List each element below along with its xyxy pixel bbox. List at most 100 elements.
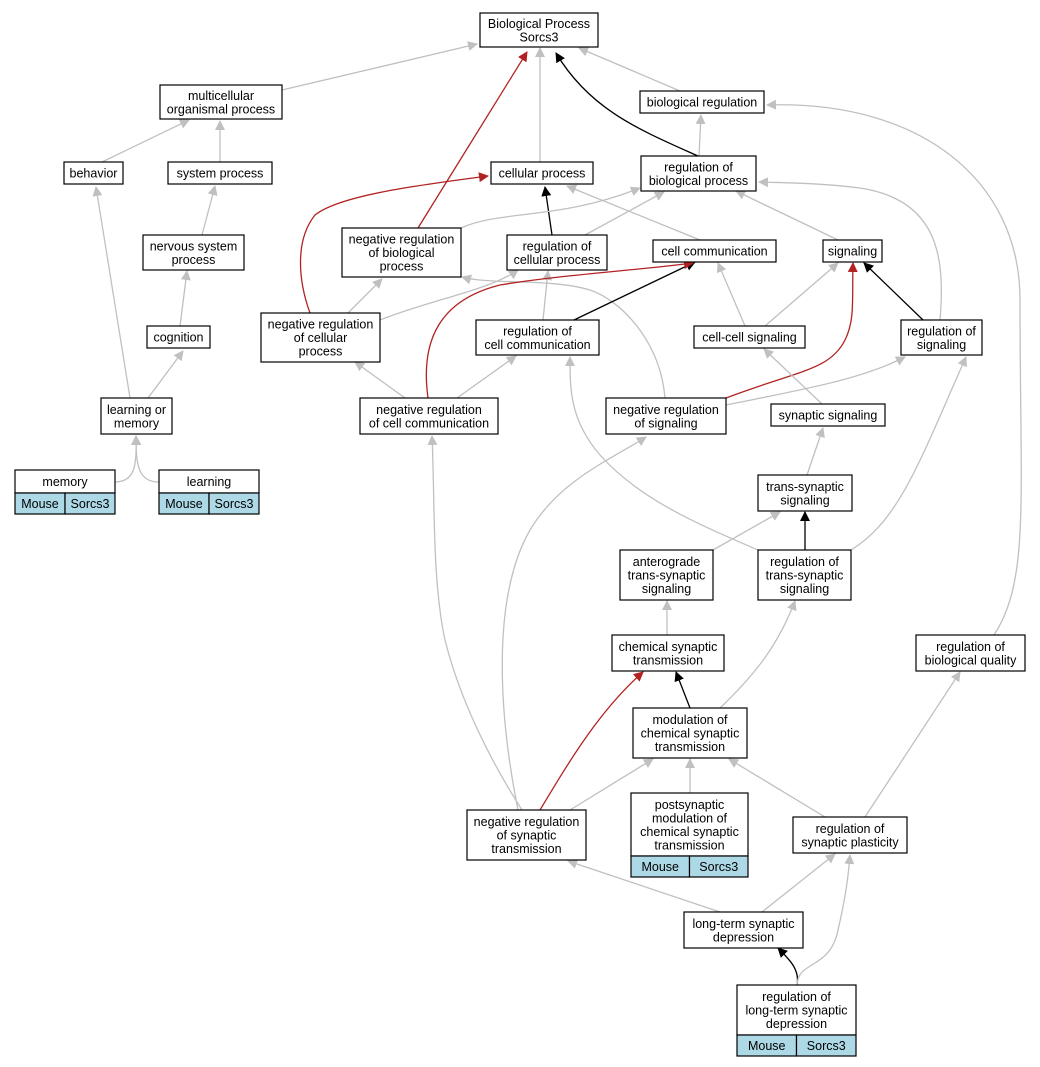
edge-negregcc-to-cellcomm-negatively-regulates xyxy=(425,259,694,399)
node-sysproc[interactable]: system process xyxy=(167,161,273,185)
node-label-line: process xyxy=(172,253,216,267)
annotation-species: Mouse xyxy=(21,497,59,511)
annotation-cell xyxy=(688,855,749,878)
node-label-line: long-term synaptic xyxy=(745,1004,847,1018)
node-box xyxy=(341,227,462,278)
node-box xyxy=(611,634,725,672)
edge-negregsig-to-negregbp-is-a xyxy=(461,274,666,399)
edge-regcp-to-regbp-is-a xyxy=(584,191,665,236)
edge-learning-to-learnmem-is-a xyxy=(131,435,160,483)
edge-regts-to-regsig-is-a xyxy=(850,356,967,551)
node-label-line: regulation of xyxy=(936,640,1005,654)
node-bioreg[interactable]: biological regulation xyxy=(639,90,765,114)
node-box xyxy=(619,549,714,601)
edge-regltd-to-ltd-regulates xyxy=(777,947,799,986)
edge-regcc-to-cellcomm-regulates xyxy=(573,261,696,321)
node-behavior[interactable]: behavior xyxy=(63,161,124,185)
node-label-line: signaling xyxy=(780,493,829,507)
node-label-line: of biological xyxy=(368,246,434,260)
node-label-line: signaling xyxy=(642,582,691,596)
node-box xyxy=(792,816,908,854)
nodes: Biological ProcessSorcs3multicellularorg… xyxy=(14,12,1026,1057)
node-box xyxy=(142,234,245,271)
node-label-line: process xyxy=(299,345,343,359)
node-label-line: signaling xyxy=(828,245,877,259)
node-box xyxy=(640,155,757,192)
edge-regsig-to-regbp-is-a xyxy=(758,177,942,321)
edge-regsig-to-signaling-regulates xyxy=(863,262,924,321)
node-label-line: modulation of xyxy=(652,713,728,727)
edge-bioreg-to-bp-is-a xyxy=(578,46,681,92)
annotation-species: Mouse xyxy=(748,1039,786,1053)
node-box xyxy=(479,12,599,48)
node-label-line: signaling xyxy=(917,338,966,352)
node-box xyxy=(770,403,886,427)
node-box xyxy=(757,549,852,601)
node-box xyxy=(506,234,608,271)
node-cellproc[interactable]: cellular process xyxy=(490,161,594,185)
node-label-line: transmission xyxy=(654,838,724,852)
node-label-line: cell communication xyxy=(661,245,767,259)
node-label-line: synaptic signaling xyxy=(779,409,878,423)
edge-regbq-to-bioreg-is-a xyxy=(766,99,1022,636)
node-synsig[interactable]: synaptic signaling xyxy=(770,403,886,427)
edge-negregcc-to-regcc-is-a xyxy=(456,355,517,399)
edge-negregcp-to-negregbp-is-a xyxy=(347,278,383,314)
node-label-line: biological regulation xyxy=(647,96,758,110)
annotation-species: Mouse xyxy=(165,497,203,511)
edge-regltd-to-regsp-is-a xyxy=(796,854,855,986)
node-box xyxy=(652,239,777,263)
node-box xyxy=(359,397,499,435)
edge-synsig-to-ccsig-is-a xyxy=(763,348,823,405)
edge-nervsys-to-sysproc-is-a xyxy=(201,185,218,236)
edge-modchem-to-chemsyn-regulates xyxy=(674,671,691,709)
node-label-line: Sorcs3 xyxy=(520,30,559,44)
node-label-line: biological quality xyxy=(925,653,1017,667)
node-label-line: of cellular xyxy=(294,331,348,345)
node-cognition[interactable]: cognition xyxy=(146,325,211,349)
node-label-line: depression xyxy=(766,1017,827,1031)
edge-negregbp-to-regbp-is-a xyxy=(460,186,641,229)
edge-regbp-to-bp-regulates xyxy=(555,52,699,157)
node-label-line: chemical synaptic xyxy=(640,825,739,839)
node-label-line: regulation of xyxy=(523,239,592,253)
edge-negregst-to-negregcc-is-a xyxy=(427,435,523,811)
node-label-line: Biological Process xyxy=(488,17,590,31)
node-label-line: memory xyxy=(42,475,88,489)
node-box xyxy=(900,319,983,356)
node-label-line: long-term synaptic xyxy=(692,917,794,931)
node-ccsig[interactable]: cell-cell signaling xyxy=(693,325,806,349)
node-signaling[interactable]: signaling xyxy=(822,239,883,263)
node-label-line: trans-synaptic xyxy=(766,569,844,583)
edge-behavior-to-multi-is-a xyxy=(101,119,190,163)
node-label-line: of signaling xyxy=(634,416,697,430)
annotation-gene: Sorcs3 xyxy=(807,1039,846,1053)
edge-learnmem-to-cognition-is-a xyxy=(147,350,184,399)
node-cellcomm[interactable]: cell communication xyxy=(652,239,777,263)
